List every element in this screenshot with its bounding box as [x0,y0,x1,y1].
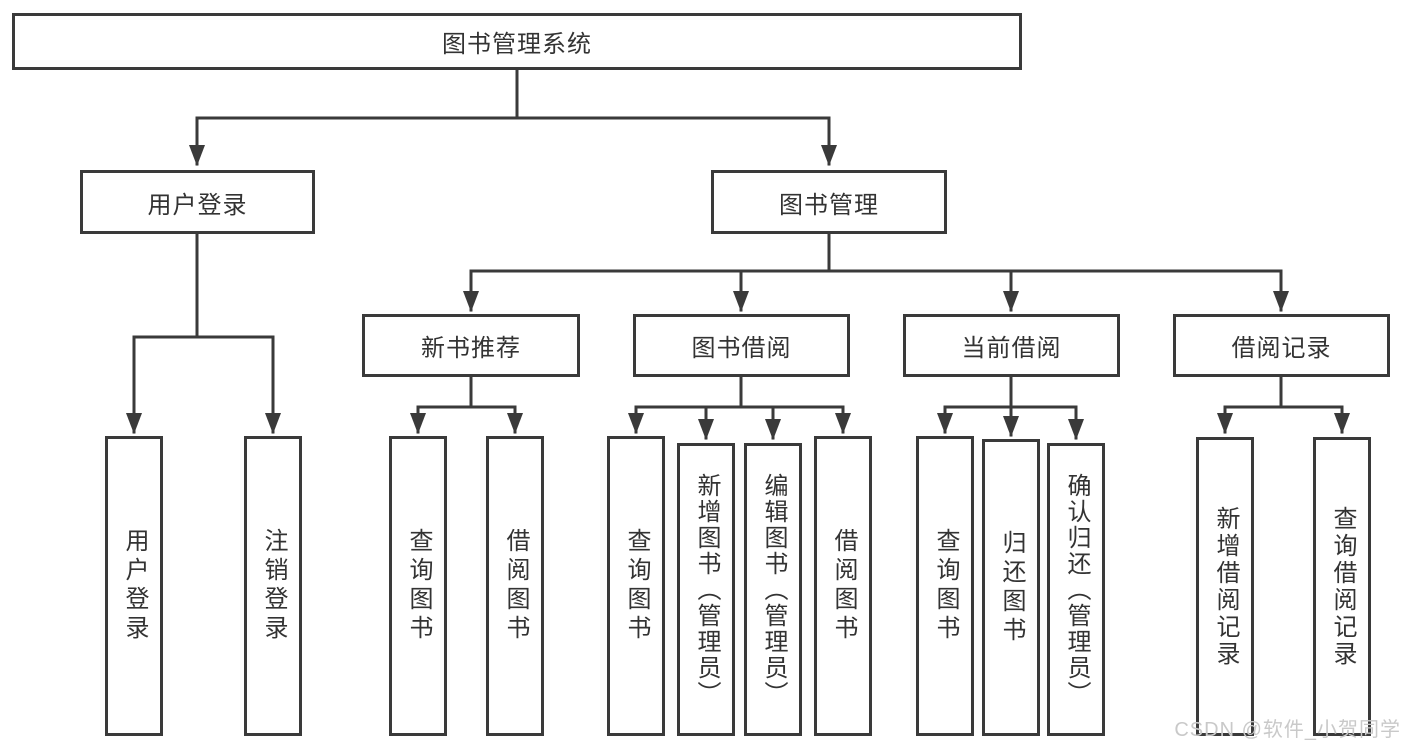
node-borrowing-records: 借阅记录 [1173,314,1390,377]
csdn-watermark: CSDN @软件_小贺同学 [1174,719,1401,741]
node-current-borrowing: 当前借阅 [903,314,1120,377]
leaf-rec-query-books: 查询图书 [389,436,447,736]
leaf-user-login: 用户登录 [105,436,163,736]
node-new-book-recommend: 新书推荐 [362,314,580,377]
leaf-bb-borrow-books: 借阅图书 [814,436,872,736]
leaf-cb-confirm-return-admin: 确认归还（管理员） [1047,443,1105,736]
leaf-bb-edit-books-admin: 编辑图书（管理员） [744,443,802,736]
node-book-management: 图书管理 [711,170,947,234]
leaf-logout: 注销登录 [244,436,302,736]
leaf-br-query-record: 查询借阅记录 [1313,437,1371,736]
leaf-rec-borrow-books: 借阅图书 [486,436,544,736]
leaf-bb-add-books-admin: 新增图书（管理员） [677,443,735,736]
leaf-cb-return-books: 归还图书 [982,439,1040,736]
node-user-login: 用户登录 [80,170,315,234]
leaf-cb-query-books: 查询图书 [916,436,974,736]
leaf-bb-query-books: 查询图书 [607,436,665,736]
leaf-br-add-record: 新增借阅记录 [1196,437,1254,736]
node-library-system: 图书管理系统 [12,13,1022,70]
node-book-borrowing: 图书借阅 [633,314,850,377]
